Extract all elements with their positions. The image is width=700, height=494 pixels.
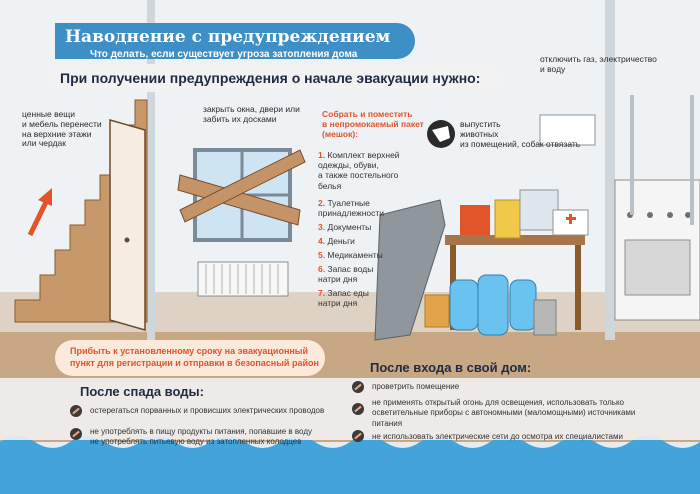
warning-text: Прибыть к установленному сроку на эвакуа… [70,346,319,369]
title-band [55,23,415,59]
after-home-title: После входа в свой дом: [370,360,532,375]
list-item: 4. Деньги [318,236,355,246]
after-home-item: проветрить помещение [372,382,460,391]
after-water-item: остерегаться порванных и провисших элект… [90,406,325,415]
warning-icon [352,381,364,393]
after-home-item: не применять открытый огонь для освещени… [372,398,636,428]
warning-icon [352,403,364,415]
page-title: Наводнение с предупреждением [65,27,391,47]
waterproof-bag [374,199,446,341]
door [109,119,146,331]
note-valuables: ценные вещи и мебель перенести на верхни… [22,109,102,149]
list-item: 5. Медикаменты [318,250,383,260]
note-windows: закрыть окна, двери или забить их доскам… [203,104,300,124]
warning-icon [352,430,364,442]
warning-pill [55,340,325,376]
instruction-heading: При получении предупреждения о начале эв… [60,70,481,86]
note-gas: отключить газ, электричество и воду [540,54,657,74]
after-water-title: После спада воды: [80,384,204,399]
note-animals: выпустить животных из помещений, собак о… [460,119,581,149]
warning-icon [70,405,82,417]
warning-icon [70,428,82,440]
after-home-item: не использовать электрические сети до ос… [372,432,623,441]
list-item: 1. Комплект верхней одежды, обуви, а так… [318,150,400,191]
list-item: 6. Запас воды натри дня [318,264,374,285]
list-item: 2. Туалетные принадлежности [318,198,385,219]
list-item: 3. Документы [318,222,372,232]
list-item: 7. Запас еды натри дня [318,288,369,309]
after-water-item: не употреблять в пищу продукты питания, … [90,427,312,447]
bag-title: Собрать и поместить в непромокаемый паке… [322,109,424,139]
page-subtitle: Что делать, если существует угроза затоп… [90,49,358,60]
instruction-band [45,64,505,92]
